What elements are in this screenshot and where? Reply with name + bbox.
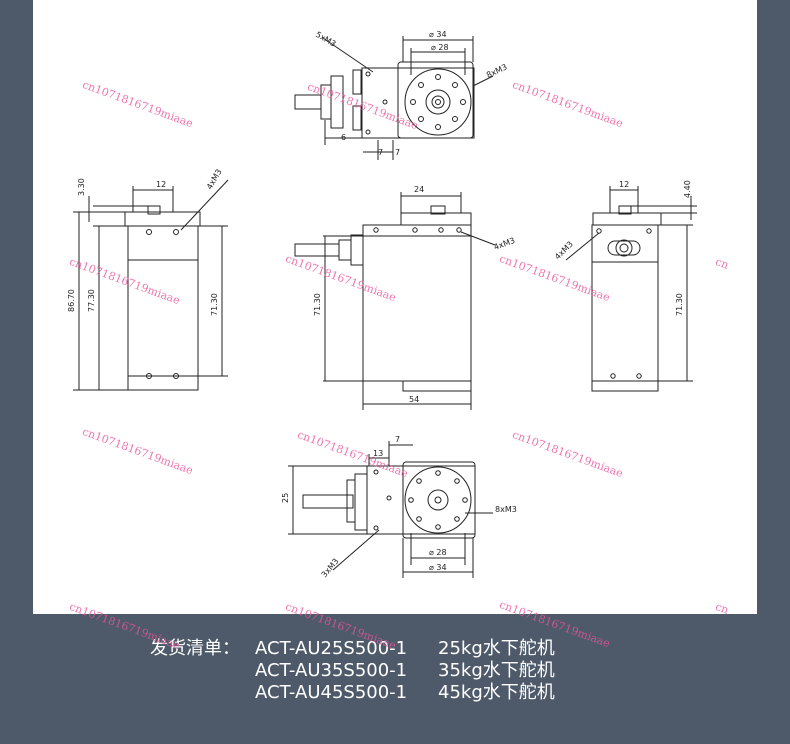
dim-bot-7: 7	[395, 435, 400, 444]
dim-left-7730: 77.30	[87, 289, 96, 312]
front-view	[294, 192, 496, 410]
dim-top-7a: 7	[378, 148, 383, 157]
dim-left-330: 3.30	[77, 178, 86, 196]
dim-mid-24: 24	[414, 185, 424, 194]
dim-right-7130: 71.30	[675, 293, 684, 316]
dim-mid-4xm3: 4xM3	[493, 236, 517, 252]
dim-top-dia28: ⌀ 28	[431, 43, 449, 52]
technical-drawing: 5xM3 ⌀ 34 ⌀ 28 8xM3 6 7 7 3.30 12 4xM3 8…	[67, 30, 697, 580]
dim-bot-dia34: ⌀ 34	[429, 563, 447, 572]
dim-top-6: 6	[341, 133, 346, 142]
dim-bot-dia28: ⌀ 28	[429, 548, 447, 557]
dim-top-dia34: ⌀ 34	[429, 30, 447, 39]
dim-mid-7130: 71.30	[313, 293, 322, 316]
dim-bot-3xm3: 3xM3	[320, 557, 341, 580]
shipping-list: 发货清单： ACT-AU25S500-1 25kg水下舵机 ACT-AU35S5…	[150, 638, 555, 704]
left-view	[73, 179, 229, 391]
dim-left-12: 12	[156, 180, 166, 189]
shipping-list-label: 发货清单：	[150, 638, 240, 659]
dim-bot-25: 25	[281, 493, 290, 503]
dim-bot-8xm3: 8xM3	[495, 505, 517, 514]
bottom-view	[288, 441, 493, 578]
model-name: ACT-AU45S500-1	[255, 682, 408, 703]
drawing-panel: 5xM3 ⌀ 34 ⌀ 28 8xM3 6 7 7 3.30 12 4xM3 8…	[33, 0, 757, 614]
right-view	[565, 186, 697, 392]
dim-bot-13: 13	[373, 449, 383, 458]
shipping-list-row: ACT-AU45S500-1 45kg水下舵机	[150, 682, 555, 704]
dim-right-440: 4.40	[683, 180, 692, 198]
model-name: ACT-AU35S500-1	[255, 660, 408, 681]
shipping-list-row: 发货清单： ACT-AU25S500-1 25kg水下舵机	[150, 638, 555, 660]
shipping-list-row: ACT-AU35S500-1 35kg水下舵机	[150, 660, 555, 682]
dim-left-7130: 71.30	[210, 293, 219, 316]
dim-mid-54: 54	[409, 395, 419, 404]
dim-top-holes: 5xM3	[314, 30, 337, 49]
model-description: 25kg水下舵机	[438, 638, 555, 659]
dim-top-flange-holes: 8xM3	[485, 62, 509, 79]
dim-right-4xm3: 4xM3	[553, 240, 575, 262]
dim-top-7b: 7	[395, 148, 400, 157]
dim-left-8670: 86.70	[67, 289, 76, 312]
top-view	[294, 36, 494, 160]
model-name: ACT-AU25S500-1	[255, 638, 408, 659]
model-description: 35kg水下舵机	[438, 660, 555, 681]
dim-right-12: 12	[619, 180, 629, 189]
model-description: 45kg水下舵机	[438, 682, 555, 703]
